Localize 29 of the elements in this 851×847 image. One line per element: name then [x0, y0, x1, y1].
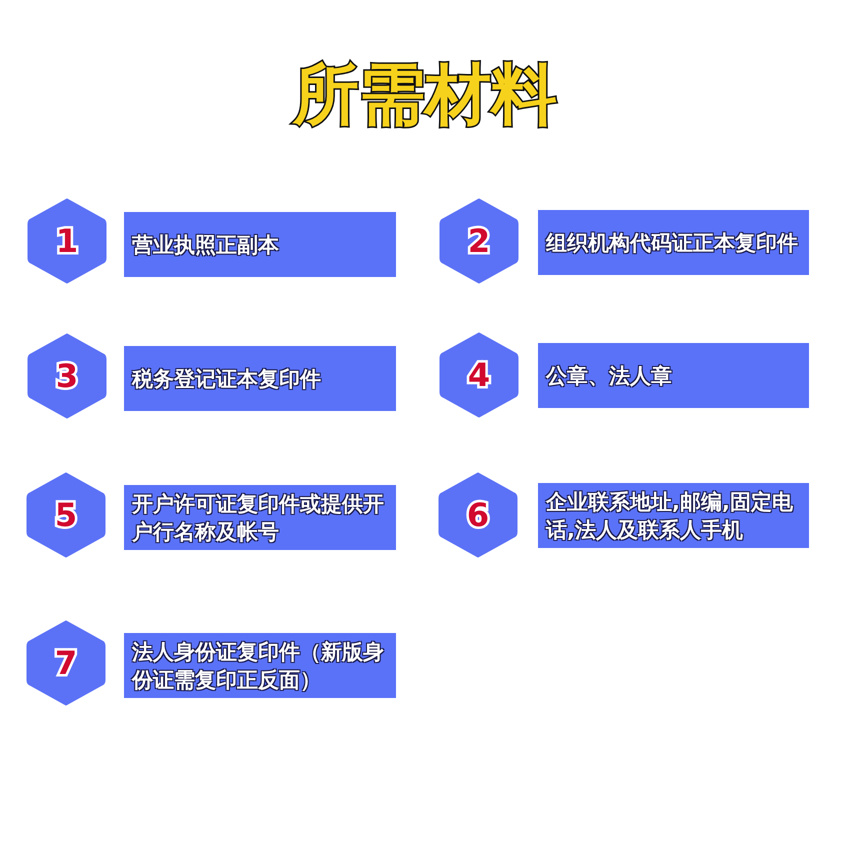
number-hexagon	[26, 619, 106, 707]
number-hexagon	[27, 332, 107, 420]
item-text: 公章、法人章	[546, 362, 673, 390]
item-box	[124, 212, 396, 277]
item-box	[538, 343, 809, 408]
item-box	[538, 210, 809, 275]
item-box	[124, 633, 396, 698]
item-text: 税务登记证本复印件	[132, 366, 322, 392]
number-hexagon	[439, 197, 519, 285]
title: 所需材料	[291, 55, 558, 135]
item-box	[538, 483, 809, 548]
item-box	[124, 346, 396, 411]
number-hexagon	[439, 331, 519, 419]
item-text: 开户许可证复印件或提供开户行名称及帐号	[132, 490, 385, 546]
number-hexagon	[27, 197, 107, 285]
item-text: 法人身份证复印件（新版身份证需复印正反面）	[132, 638, 385, 694]
step-number: 1	[56, 221, 78, 262]
step-number: 6	[466, 495, 490, 536]
item-text: 营业执照正副本	[132, 232, 280, 258]
step-number: 4	[468, 355, 490, 396]
step-number: 3	[56, 356, 78, 397]
step-number: 5	[54, 495, 78, 536]
step-number: 2	[468, 221, 490, 262]
number-hexagon	[26, 471, 106, 559]
number-hexagon	[438, 471, 518, 559]
item-text: 组织机构代码证正本复印件	[546, 230, 799, 256]
item-text: 企业联系地址,邮编,固定电话,法人及联系人手机	[546, 488, 794, 544]
item-box	[124, 485, 396, 550]
step-number: 7	[54, 643, 78, 684]
